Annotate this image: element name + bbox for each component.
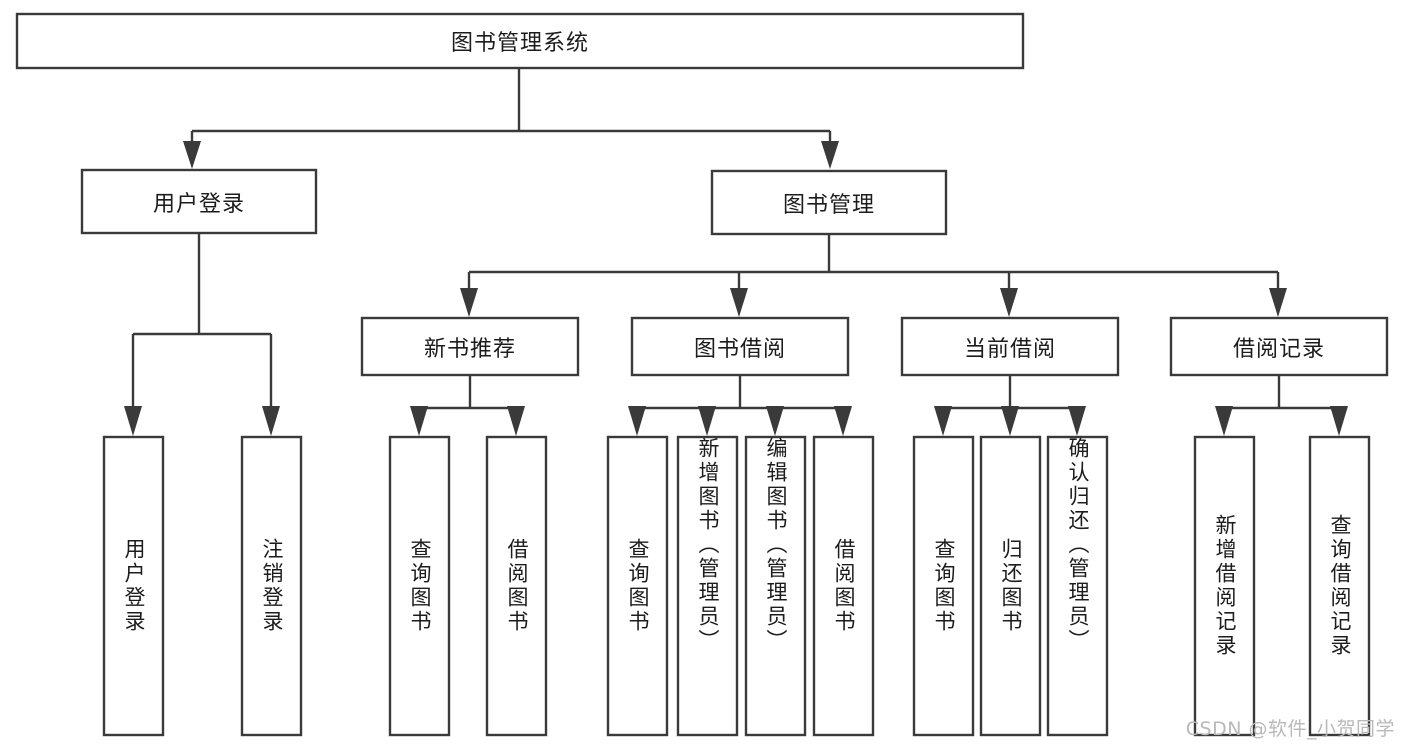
arrow-head-borrowrecord-leaf-2 bbox=[1330, 406, 1348, 436]
arrow-head-user-login bbox=[183, 141, 201, 169]
node-box-current-borrow[interactable] bbox=[900, 316, 1120, 377]
arrow-head-currentborrow-leaf-1 bbox=[934, 406, 952, 436]
arrow-head-book-borrow bbox=[730, 288, 748, 317]
node-box-leaf-query-book-1[interactable] bbox=[388, 435, 451, 737]
node-box-book-borrow[interactable] bbox=[630, 316, 850, 377]
connector-root-to-level2 bbox=[183, 68, 839, 169]
arrow-head-bookborrow-leaf-4 bbox=[834, 406, 852, 436]
node-box-user-login[interactable] bbox=[80, 168, 318, 235]
arrow-head-currentborrow-leaf-2 bbox=[1001, 406, 1019, 436]
arrow-head-bookborrow-leaf-2 bbox=[698, 406, 716, 436]
node-box-leaf-query-book-3[interactable] bbox=[912, 435, 975, 737]
arrow-head-borrow-record bbox=[1269, 288, 1287, 317]
node-box-leaf-borrow-book-2[interactable] bbox=[812, 435, 875, 737]
arrow-head-leaf-user-login bbox=[124, 406, 142, 436]
node-box-leaf-add-borrow-record[interactable] bbox=[1193, 435, 1256, 737]
node-box-leaf-user-login[interactable] bbox=[102, 435, 165, 737]
connector-bookborrow-to-leaves bbox=[628, 375, 852, 436]
connector-bookmanage-to-level3 bbox=[460, 234, 1287, 317]
connector-currentborrow-to-leaves bbox=[934, 375, 1086, 436]
arrow-head-borrowrecord-leaf-1 bbox=[1215, 406, 1233, 436]
arrow-head-new-book-recommend bbox=[460, 288, 478, 317]
connector-borrowrecord-to-leaves bbox=[1215, 375, 1348, 436]
node-box-leaf-query-borrow-record[interactable] bbox=[1308, 435, 1371, 737]
node-box-leaf-query-book-2[interactable] bbox=[606, 435, 669, 737]
arrow-head-current-borrow bbox=[1000, 288, 1018, 317]
arrow-head-bookborrow-leaf-1 bbox=[628, 406, 646, 436]
node-box-leaf-edit-book-admin[interactable] bbox=[744, 435, 807, 737]
node-box-leaf-logout-login[interactable] bbox=[240, 435, 303, 737]
arrow-head-newbook-leaf-2 bbox=[507, 406, 525, 436]
node-box-leaf-return-book[interactable] bbox=[979, 435, 1042, 737]
node-box-new-book-recommend[interactable] bbox=[360, 316, 580, 377]
node-box-leaf-confirm-return-admin[interactable] bbox=[1046, 435, 1109, 737]
node-box-leaf-borrow-book-1[interactable] bbox=[485, 435, 548, 737]
arrow-head-leaf-logout bbox=[262, 406, 280, 436]
node-box-borrow-record[interactable] bbox=[1169, 316, 1389, 377]
node-box-book-manage[interactable] bbox=[710, 169, 948, 236]
node-box-leaf-add-book-admin[interactable] bbox=[676, 435, 739, 737]
connector-newbook-to-leaves bbox=[410, 375, 525, 436]
arrow-head-bookborrow-leaf-3 bbox=[766, 406, 784, 436]
arrow-head-currentborrow-leaf-3 bbox=[1068, 406, 1086, 436]
arrow-head-book-manage bbox=[821, 141, 839, 169]
node-box-root[interactable] bbox=[15, 12, 1025, 70]
connector-userlogin-to-leaves bbox=[124, 233, 280, 436]
arrow-head-newbook-leaf-1 bbox=[410, 406, 428, 436]
